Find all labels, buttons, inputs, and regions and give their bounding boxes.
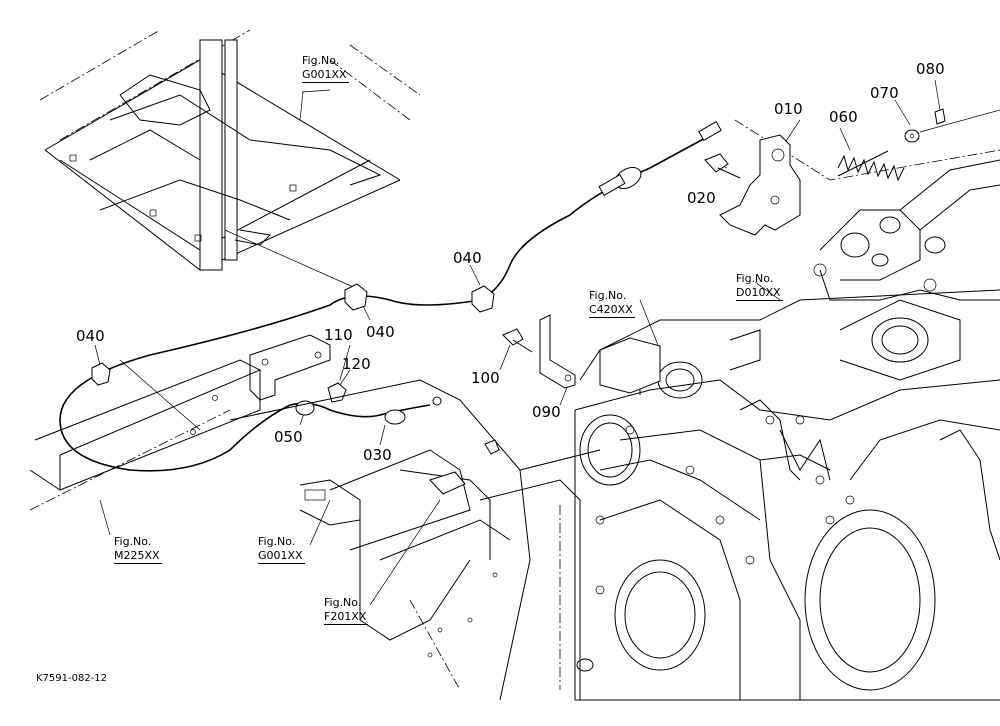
part-label-040-left-clamp: 040 [366,323,395,341]
throttle-cable [59,120,722,472]
part-label-120: 120 [342,355,371,373]
fig-ref-code: D010XX [736,285,783,301]
spring-060 [837,108,1000,182]
frame-lower-middle [229,379,601,701]
part-label-060: 060 [829,108,858,126]
fig-ref-caption: Fig.No. [302,54,340,67]
fig-ref-g001-bottom: Fig.No. G001XX [258,535,305,564]
fig-ref-caption: Fig.No. [324,596,362,609]
lever-010 [704,134,801,236]
part-label-040-far-left: 040 [76,327,105,345]
fig-ref-c420: Fig.No. C420XX [589,289,635,318]
part-label-010: 010 [774,100,803,118]
fig-ref-m225: Fig.No. M225XX [114,535,162,564]
bracket-090 [502,314,576,389]
fig-ref-caption: Fig.No. [114,535,152,548]
part-label-040-center: 040 [453,249,482,267]
fig-ref-code: G001XX [302,67,349,83]
fig-ref-code: F201XX [324,609,369,625]
fig-ref-caption: Fig.No. [589,289,627,302]
part-label-020: 020 [687,189,716,207]
frame-bottom-left [29,359,262,511]
part-label-110: 110 [324,326,353,344]
part-label-070: 070 [870,84,899,102]
cable-clamps [91,283,495,386]
part-label-080: 080 [916,60,945,78]
fig-ref-caption: Fig.No. [736,272,774,285]
bracket-110 [249,334,347,403]
fig-ref-code: G001XX [258,548,305,564]
fig-ref-code: C420XX [589,302,635,318]
drawing-number: K7591-082-12 [36,673,108,684]
part-label-100: 100 [471,369,500,387]
fig-ref-g001-top: Fig.No. G001XX [302,54,349,83]
fig-ref-code: M225XX [114,548,162,564]
fig-ref-d010: Fig.No. D010XX [736,272,783,301]
part-label-030: 030 [363,446,392,464]
part-label-050: 050 [274,428,303,446]
fig-ref-caption: Fig.No. [258,535,296,548]
frame-top-left [39,29,421,291]
part-label-090: 090 [532,403,561,421]
fig-ref-f201: Fig.No. F201XX [324,596,369,625]
